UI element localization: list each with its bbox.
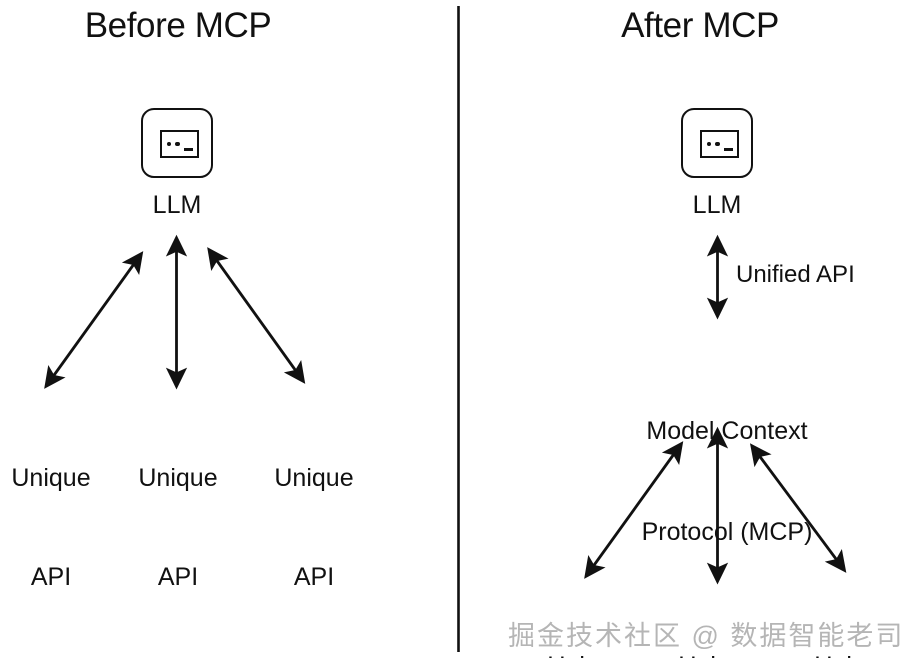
unique-api-3-before: Unique API xyxy=(255,396,373,658)
unique-api-2-before: Unique API xyxy=(119,396,237,658)
icon-dash xyxy=(183,148,193,151)
unique-api-2-after: Unique API xyxy=(659,584,777,658)
connector-llm-to-unique-api-1 xyxy=(44,251,144,389)
mcp-hub-node: Model Context Protocol (MCP) xyxy=(597,348,857,616)
unique-api-1-before-line1: Unique xyxy=(11,464,91,492)
llm-label-before: LLM xyxy=(152,191,202,219)
icon-dash xyxy=(723,148,733,151)
panel-title-before: Before MCP xyxy=(84,6,272,45)
mcp-hub-line1: Model Context xyxy=(646,417,808,445)
chat-window-icon xyxy=(160,130,199,158)
connector-mcp-to-unique-api-1 xyxy=(584,441,684,579)
unique-api-2-after-line1: Unique xyxy=(659,650,777,658)
unique-api-1-after: Unique API xyxy=(528,584,646,658)
llm-label-after: LLM xyxy=(692,191,742,219)
connector-llm-to-unique-api-3 xyxy=(207,247,306,384)
icon-dot-1 xyxy=(706,141,711,147)
mcp-hub-line2: Protocol (MCP) xyxy=(641,517,813,546)
unique-api-1-after-line1: Unique xyxy=(528,650,646,658)
chat-window-icon xyxy=(700,130,739,158)
unique-api-2-before-line1: Unique xyxy=(138,464,218,492)
icon-dot-2 xyxy=(175,141,180,147)
panel-title-after: After MCP xyxy=(621,6,779,45)
unique-api-1-before: Unique API xyxy=(0,396,110,658)
llm-node-before xyxy=(141,108,213,178)
connector-mcp-to-unique-api-3 xyxy=(749,443,847,573)
icon-dot-2 xyxy=(715,141,720,147)
icon-dot-1 xyxy=(166,141,171,147)
unified-api-edge-label: Unified API xyxy=(736,261,855,288)
llm-node-after xyxy=(681,108,753,178)
unique-api-2-before-line2: API xyxy=(157,563,199,591)
unique-api-3-before-line2: API xyxy=(293,563,335,591)
unique-api-3-after: Unique API xyxy=(795,584,905,658)
unique-api-1-before-line2: API xyxy=(30,563,72,591)
unique-api-3-before-line1: Unique xyxy=(274,464,354,492)
unique-api-3-after-line1: Unique xyxy=(795,650,905,658)
